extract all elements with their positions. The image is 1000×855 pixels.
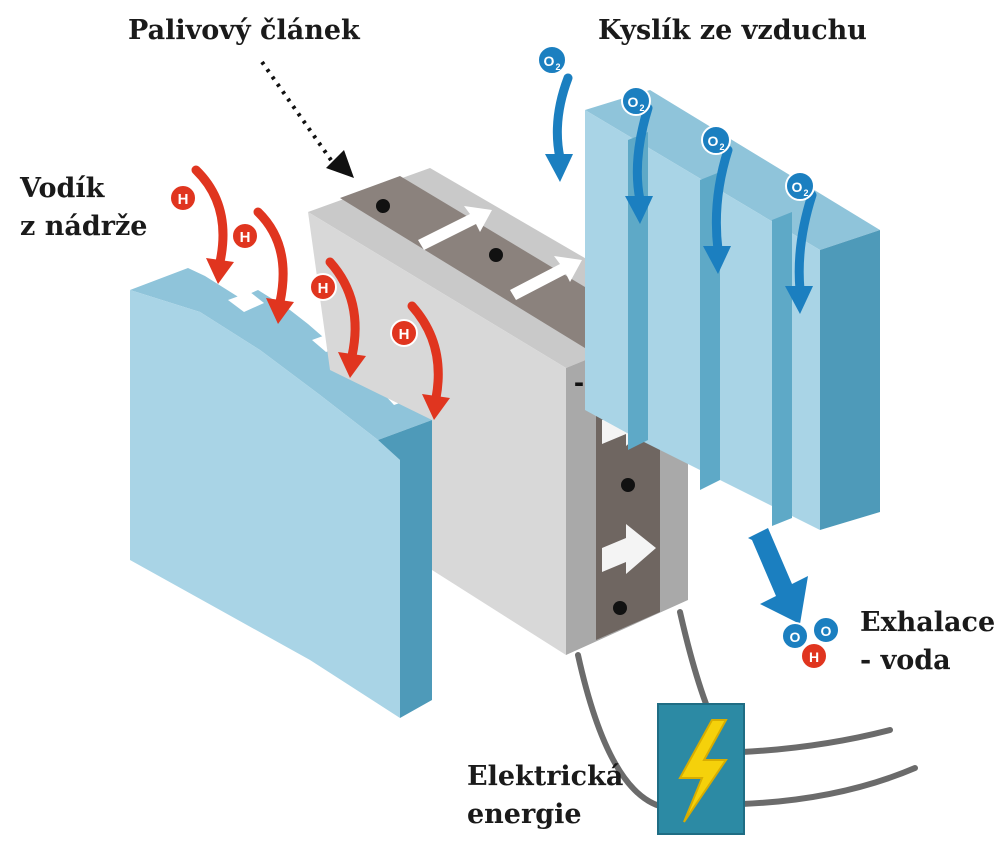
flow-arrow	[510, 256, 582, 300]
electron-dot	[621, 478, 635, 492]
hydrogen-molecule: H	[309, 273, 337, 301]
anode-notch	[228, 292, 264, 312]
water-oxygen-label: O	[790, 629, 801, 645]
oxygen-molecule-subscript: 2	[639, 103, 644, 113]
hydrogen-label-line2: z nádrže	[20, 211, 148, 242]
hydrogen-molecule-label: H	[178, 191, 189, 208]
oxygen-molecule-label: O	[628, 94, 639, 110]
hydrogen-molecule-label: H	[399, 326, 410, 343]
oxygen-molecule: O 2	[785, 171, 815, 201]
fuel-cell-pointer	[260, 60, 340, 172]
fuel-cell-pointer-head	[326, 150, 354, 178]
flow-arrow	[602, 524, 656, 574]
electron-dot	[489, 248, 503, 262]
oxygen-label: Kyslík ze vzduchu	[598, 15, 867, 46]
oxygen-molecule-subscript: 2	[803, 188, 808, 198]
power-label: Elektrická energie	[467, 758, 623, 834]
hydrogen-molecule: H	[231, 222, 259, 250]
flow-arrow	[418, 206, 492, 250]
hydrogen-label: Vodík z nádrže	[20, 170, 147, 246]
oxygen-molecule: O 2	[621, 86, 651, 116]
electron-dot	[376, 199, 390, 213]
water-molecule: O O H	[781, 616, 840, 670]
anode-plate-side	[378, 420, 432, 718]
hydrogen-label-line1: Vodík	[20, 173, 105, 204]
exhaust-arrow	[748, 528, 808, 624]
water-oxygen-label: O	[821, 623, 832, 639]
exhaust-label: Exhalace - voda	[860, 604, 995, 680]
hydrogen-molecule: H	[390, 319, 418, 347]
hydrogen-arrow-heads	[206, 258, 450, 420]
power-label-line2: energie	[467, 799, 582, 830]
anode-plate-top	[130, 268, 432, 440]
hydrogen-molecule-label: H	[318, 280, 329, 297]
oxygen-molecule-label: O	[792, 179, 803, 195]
oxygen-arrow-heads	[545, 154, 813, 314]
water-hydrogen-label: H	[809, 649, 819, 665]
exhaust-label-line1: Exhalace	[860, 607, 996, 638]
fuel-cell-label: Palivový článek	[128, 15, 360, 46]
power-label-line1: Elektrická	[467, 761, 624, 792]
oxygen-arrows	[552, 73, 817, 295]
oxygen-molecule-subscript: 2	[719, 142, 724, 152]
oxygen-molecule-subscript: 2	[555, 62, 560, 72]
negative-terminal: -	[574, 366, 584, 399]
cathode-plate-side	[820, 230, 880, 530]
oxygen-molecule-label: O	[544, 53, 555, 69]
hydrogen-molecule-label: H	[240, 229, 251, 246]
exhaust-label-line2: - voda	[860, 645, 951, 676]
power-box	[657, 703, 745, 835]
oxygen-molecule: O 2	[701, 125, 731, 155]
hydrogen-arrows	[191, 165, 443, 403]
cathode-ridge	[772, 212, 792, 526]
electron-dot	[613, 601, 627, 615]
oxygen-molecule: O 2	[537, 45, 567, 75]
lightning-bolt-icon	[678, 719, 728, 823]
anode-plate-front	[130, 290, 400, 718]
oxygen-molecule-label: O	[708, 133, 719, 149]
electrolyte-top	[340, 176, 660, 356]
cell-front-face	[308, 212, 566, 655]
hydrogen-molecule: H	[169, 184, 197, 212]
